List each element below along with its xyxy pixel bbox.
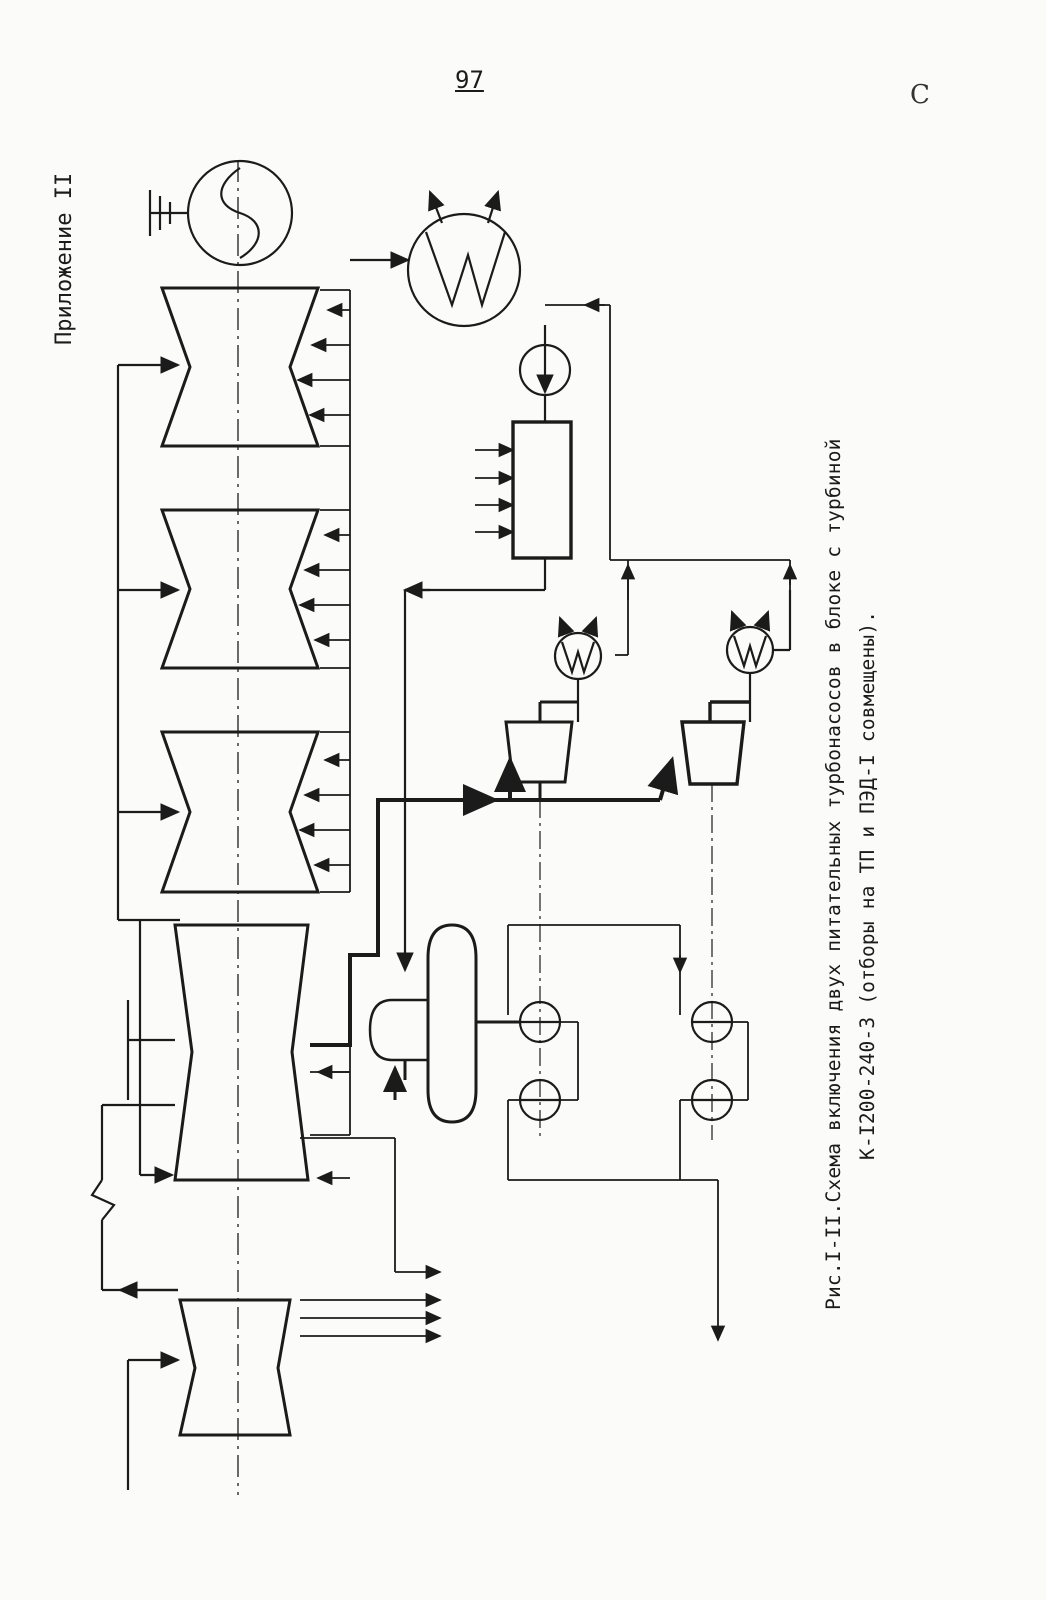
- reheater-line: [90, 1103, 178, 1299]
- hp-extraction-outlets: [300, 955, 442, 1344]
- ip-cylinder: [173, 923, 310, 1182]
- condenser: [350, 189, 522, 328]
- booster-pump-1: [518, 1000, 562, 1044]
- lp-heater: [511, 420, 573, 560]
- feed-pump-turbine-2: [680, 700, 750, 786]
- deaerator: [368, 923, 520, 1124]
- lp-extraction-lines: [296, 289, 351, 893]
- page-number: 97: [455, 66, 484, 94]
- lp-heater-inputs: [475, 442, 515, 540]
- feed-water-piping: [507, 924, 749, 1342]
- main-steam-inlet: [126, 1351, 181, 1490]
- ftp-condenser-1: [553, 615, 603, 722]
- condensate-pump: [518, 325, 572, 422]
- lp-cylinder-2: [159, 508, 321, 670]
- feed-pump-turbine-1: [504, 700, 578, 800]
- lp-cylinder-3: [159, 730, 321, 894]
- return-lines: [545, 297, 798, 656]
- crossover-pipe: [116, 356, 181, 1184]
- hp-cylinder: [178, 1298, 292, 1437]
- lp-cylinder-1: [159, 286, 321, 448]
- corner-mark: C: [910, 80, 930, 110]
- ftp-condenser-2: [725, 590, 792, 722]
- ftp-steam-supply: [310, 756, 679, 1047]
- condensate-to-deaerator: [396, 558, 547, 973]
- generator: [148, 159, 294, 267]
